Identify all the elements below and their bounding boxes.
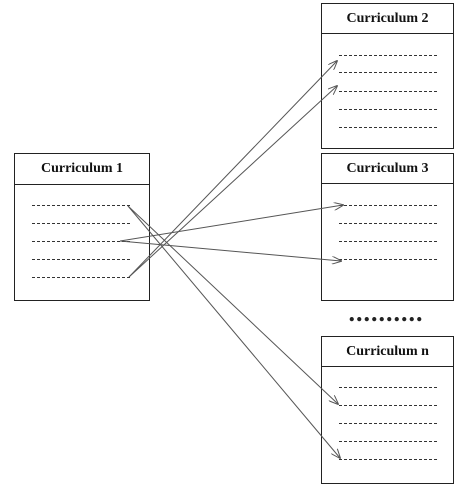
curriculum-n-box: Curriculum n (321, 336, 454, 484)
more-curricula-ellipsis: .......... (348, 298, 424, 327)
curriculum-3-title: Curriculum 3 (322, 154, 453, 184)
curriculum-2-item-2 (339, 72, 437, 73)
curriculum-n-item-4 (339, 441, 437, 442)
curriculum-3-items (322, 184, 453, 300)
curriculum-3-box: Curriculum 3 (321, 153, 454, 301)
curriculum-2-item-3 (339, 91, 437, 92)
curriculum-2-items (322, 34, 453, 148)
curriculum-1-box: Curriculum 1 (14, 153, 150, 301)
curriculum-n-item-3 (339, 423, 437, 424)
curriculum-n-title: Curriculum n (322, 337, 453, 367)
arrow-c1-item5-to-c2-item2 (128, 61, 337, 278)
arrow-c1-item3-to-c3-item1 (119, 205, 343, 242)
curriculum-n-item-2 (339, 405, 437, 406)
curriculum-n-items (322, 367, 453, 483)
curriculum-3-item-2 (339, 223, 437, 224)
curriculum-1-item-5 (32, 277, 130, 278)
curriculum-1-item-2 (32, 223, 130, 224)
curriculum-n-item-1 (339, 387, 437, 388)
arrow-c1-item5-to-c2-item3 (128, 86, 337, 278)
curriculum-2-item-5 (339, 127, 437, 128)
curriculum-2-title: Curriculum 2 (322, 4, 453, 34)
curriculum-2-item-1 (339, 55, 437, 56)
arrow-c1-item3-to-c3-item4 (119, 240, 341, 261)
curriculum-2-item-4 (339, 109, 437, 110)
arrow-c1-item1-to-cn-item5 (127, 205, 340, 458)
curriculum-3-item-1 (339, 205, 437, 206)
curriculum-1-items (15, 185, 149, 300)
arrow-c1-item1-to-cn-item2 (127, 205, 338, 404)
curriculum-1-item-4 (32, 259, 130, 260)
curriculum-1-item-1 (32, 205, 130, 206)
curriculum-3-item-4 (339, 259, 437, 260)
curriculum-1-item-3 (32, 241, 130, 242)
curriculum-1-title: Curriculum 1 (15, 154, 149, 185)
curriculum-3-item-3 (339, 241, 437, 242)
curriculum-2-box: Curriculum 2 (321, 3, 454, 149)
curriculum-n-item-5 (339, 459, 437, 460)
